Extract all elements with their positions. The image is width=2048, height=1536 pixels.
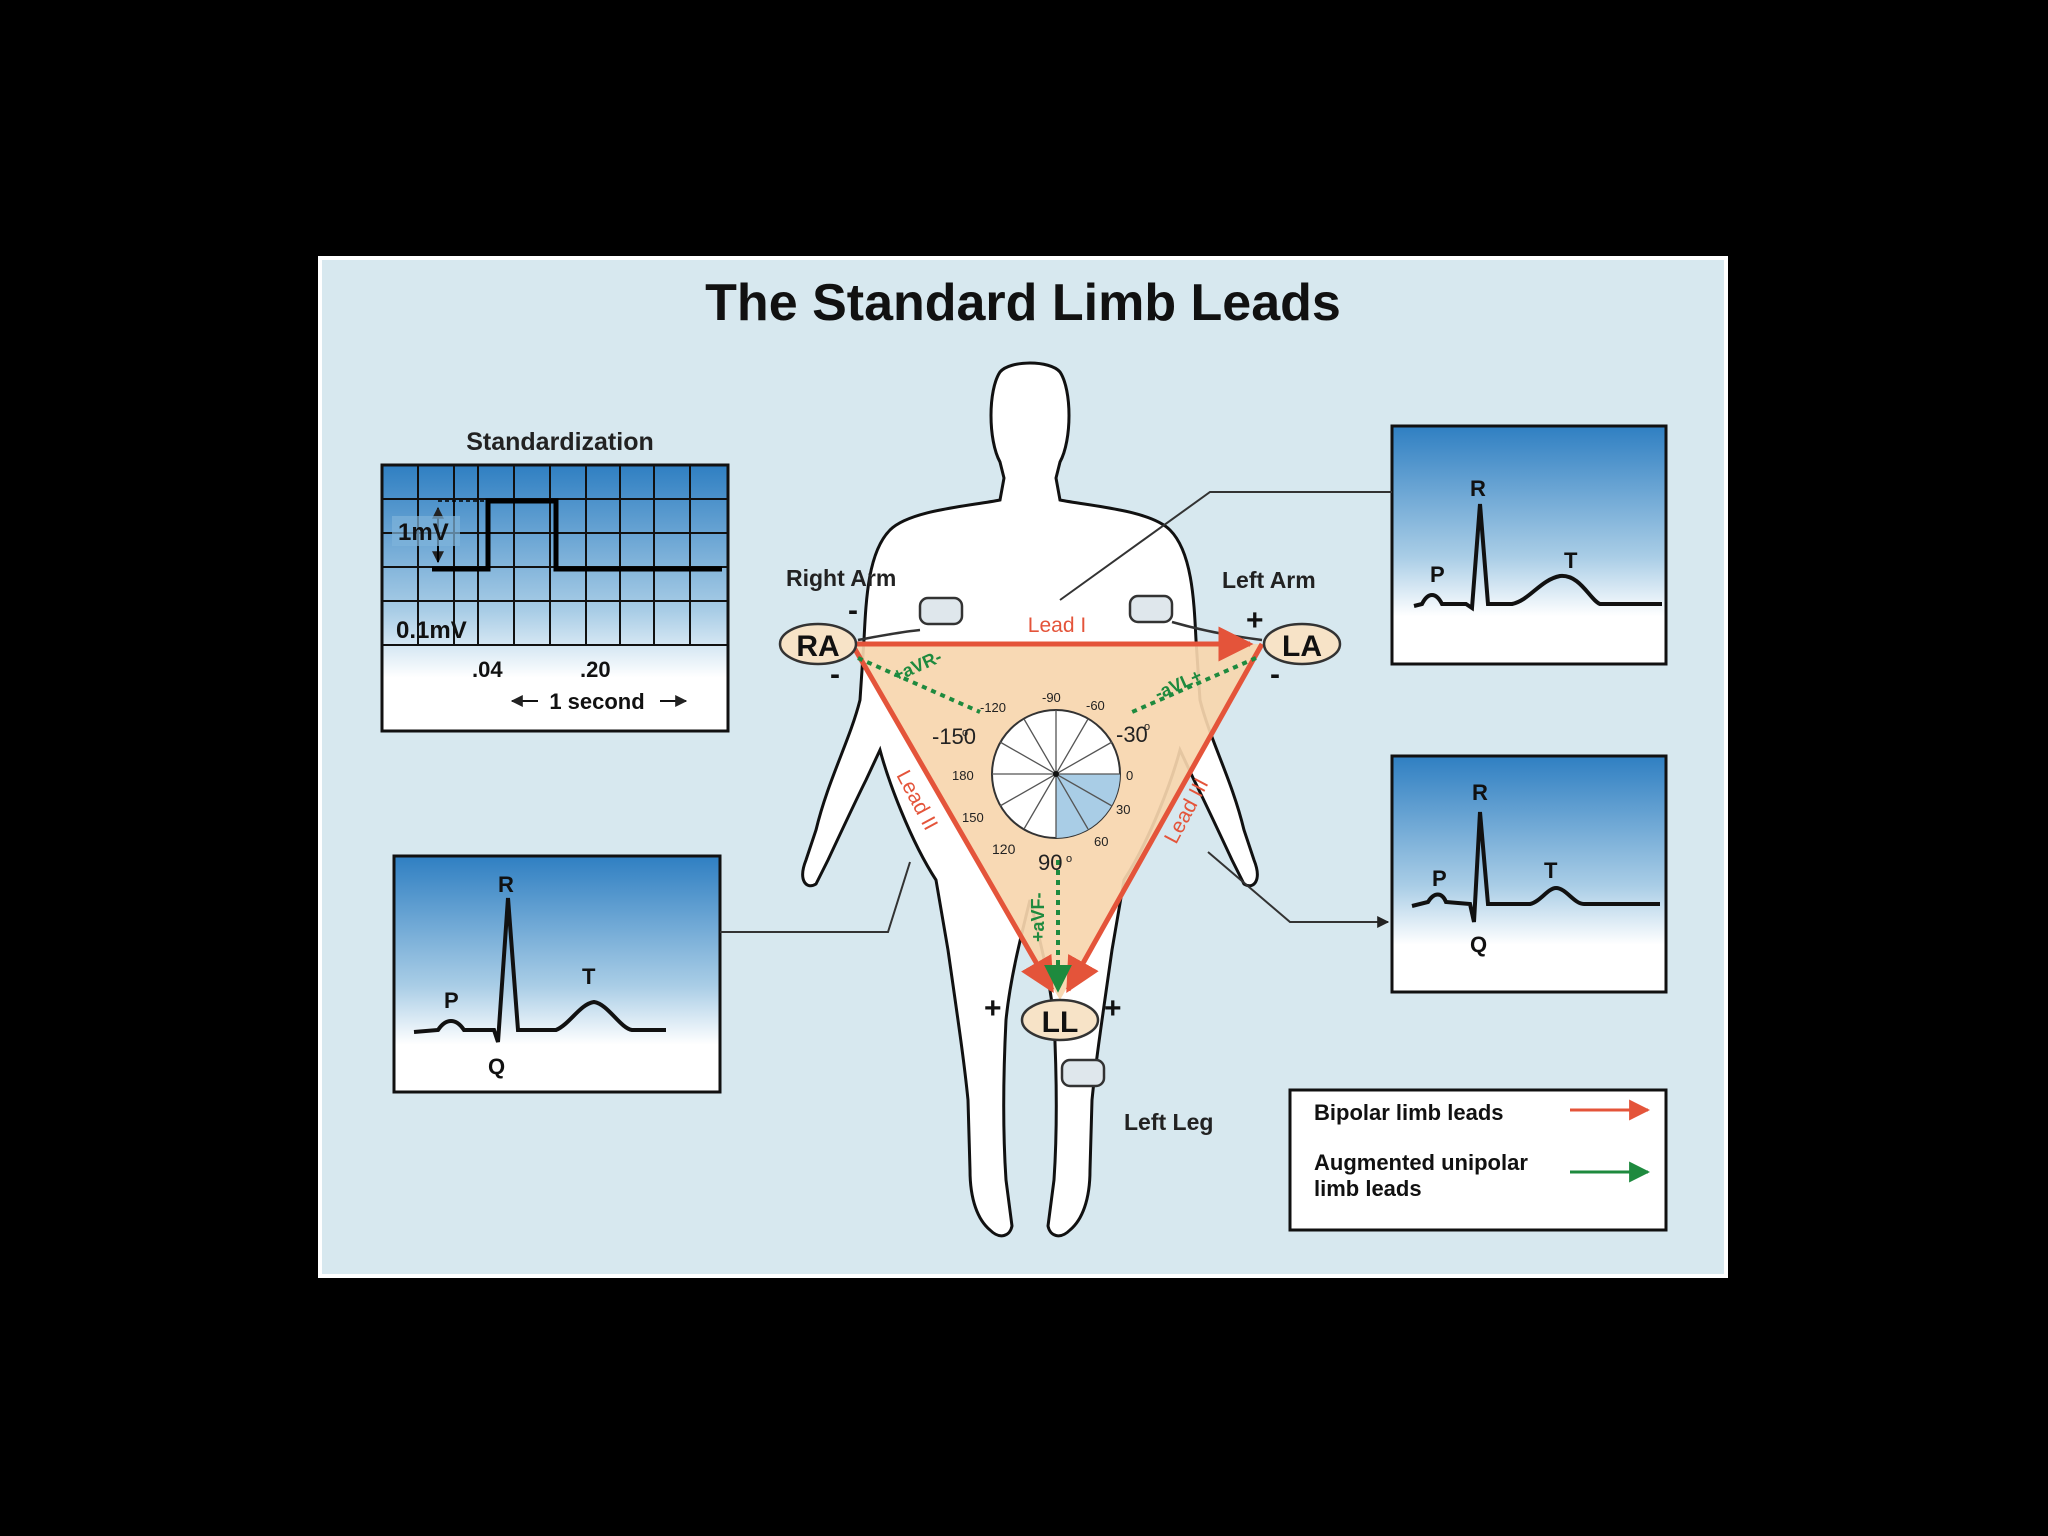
angle-minus-60: -60 — [1086, 698, 1105, 713]
lead-iii-arrow — [1065, 642, 1265, 994]
hexaxial-reference-circle — [991, 709, 1121, 839]
svg-text:+: + — [1104, 992, 1122, 1025]
lead-i-label: Lead I — [1028, 614, 1086, 637]
lead-i-waveform — [1413, 503, 1662, 612]
lead-ii-ecg-panel: P R T Q — [392, 854, 722, 1094]
angle-minus-120: -120 — [980, 700, 1006, 715]
tick-20-label: .20 — [580, 657, 611, 682]
angle-minus-30: -30 — [1116, 722, 1148, 747]
svg-text:T: T — [1544, 858, 1558, 883]
legend: Bipolar limb leads Augmented unipolar li… — [1288, 1088, 1668, 1232]
electrode-straps — [857, 594, 1263, 1088]
svg-text:R: R — [1470, 476, 1486, 501]
legend-augmented-label-2: limb leads — [1314, 1176, 1422, 1201]
svg-text:LA: LA — [1282, 630, 1322, 663]
angle-minus-150: -150 — [932, 724, 976, 749]
lead-ii-waveform — [413, 897, 666, 1043]
svg-text:R: R — [498, 872, 514, 897]
avf-label: +aVF- — [1028, 892, 1048, 942]
svg-text:P: P — [1432, 866, 1447, 891]
svg-text:T: T — [582, 964, 596, 989]
legend-augmented-label-1: Augmented unipolar — [1314, 1150, 1528, 1175]
calibration-pulse — [432, 498, 722, 572]
tick-04-label: .04 — [472, 657, 503, 682]
svg-text:o: o — [1066, 853, 1072, 865]
svg-text:R: R — [1472, 780, 1488, 805]
la-electrode: LA — [1262, 622, 1342, 666]
left-arm-label: Left Arm — [1222, 567, 1316, 593]
svg-text:-: - — [848, 594, 858, 627]
legend-bipolar-label: Bipolar limb leads — [1314, 1100, 1504, 1125]
standardization-panel: 1mV 0.1mV .04 .20 1 second — [380, 463, 730, 733]
lead-i-ecg-panel: P R T — [1390, 424, 1668, 666]
ll-electrode: LL — [1020, 998, 1100, 1042]
angle-150: 150 — [962, 810, 984, 825]
right-arm-label: Right Arm — [786, 565, 896, 591]
page-title: The Standard Limb Leads — [705, 274, 1341, 332]
svg-text:LL: LL — [1042, 1006, 1079, 1039]
svg-text:+: + — [1246, 604, 1264, 637]
ra-electrode: RA — [778, 622, 858, 666]
svg-text:P: P — [444, 988, 459, 1013]
svg-text:+: + — [984, 992, 1002, 1025]
standardization-title: Standardization — [466, 428, 654, 456]
angle-180: 180 — [952, 768, 974, 783]
svg-text:o: o — [1144, 721, 1150, 733]
svg-text:-: - — [830, 658, 840, 691]
angle-30: 30 — [1116, 802, 1130, 817]
lead-iii-waveform — [1411, 811, 1660, 923]
angle-0: 0 — [1126, 768, 1133, 783]
angle-120: 120 — [992, 841, 1016, 857]
svg-text:Q: Q — [1470, 932, 1487, 957]
svg-text:Q: Q — [488, 1054, 505, 1079]
svg-text:T: T — [1564, 548, 1578, 573]
one-mv-label: 1mV — [398, 519, 449, 546]
svg-text:RA: RA — [796, 630, 839, 663]
polarity-signs: - - + - + + — [830, 594, 1280, 1025]
lead-iii-ecg-panel: P R T Q — [1390, 754, 1668, 994]
svg-text:P: P — [1430, 562, 1445, 587]
point-one-mv-label: 0.1mV — [396, 617, 467, 644]
angle-60: 60 — [1094, 834, 1108, 849]
svg-text:-: - — [1270, 658, 1280, 691]
svg-text:o: o — [962, 727, 968, 739]
left-leg-label: Left Leg — [1124, 1109, 1213, 1135]
angle-90: 90 — [1038, 850, 1062, 875]
lead-iii-connector — [1207, 851, 1390, 928]
one-second-label: 1 second — [549, 689, 644, 714]
lead-ii-connector — [720, 861, 911, 933]
lead-i-connector — [1059, 491, 1392, 601]
angle-labels: -150 -30 -120 -90 -60 180 0 150 30 120 9… — [932, 690, 1150, 875]
lead-ii-arrow — [849, 642, 1055, 994]
avl-line — [1131, 656, 1257, 714]
avr-line — [857, 656, 981, 714]
angle-minus-90: -90 — [1042, 690, 1061, 705]
